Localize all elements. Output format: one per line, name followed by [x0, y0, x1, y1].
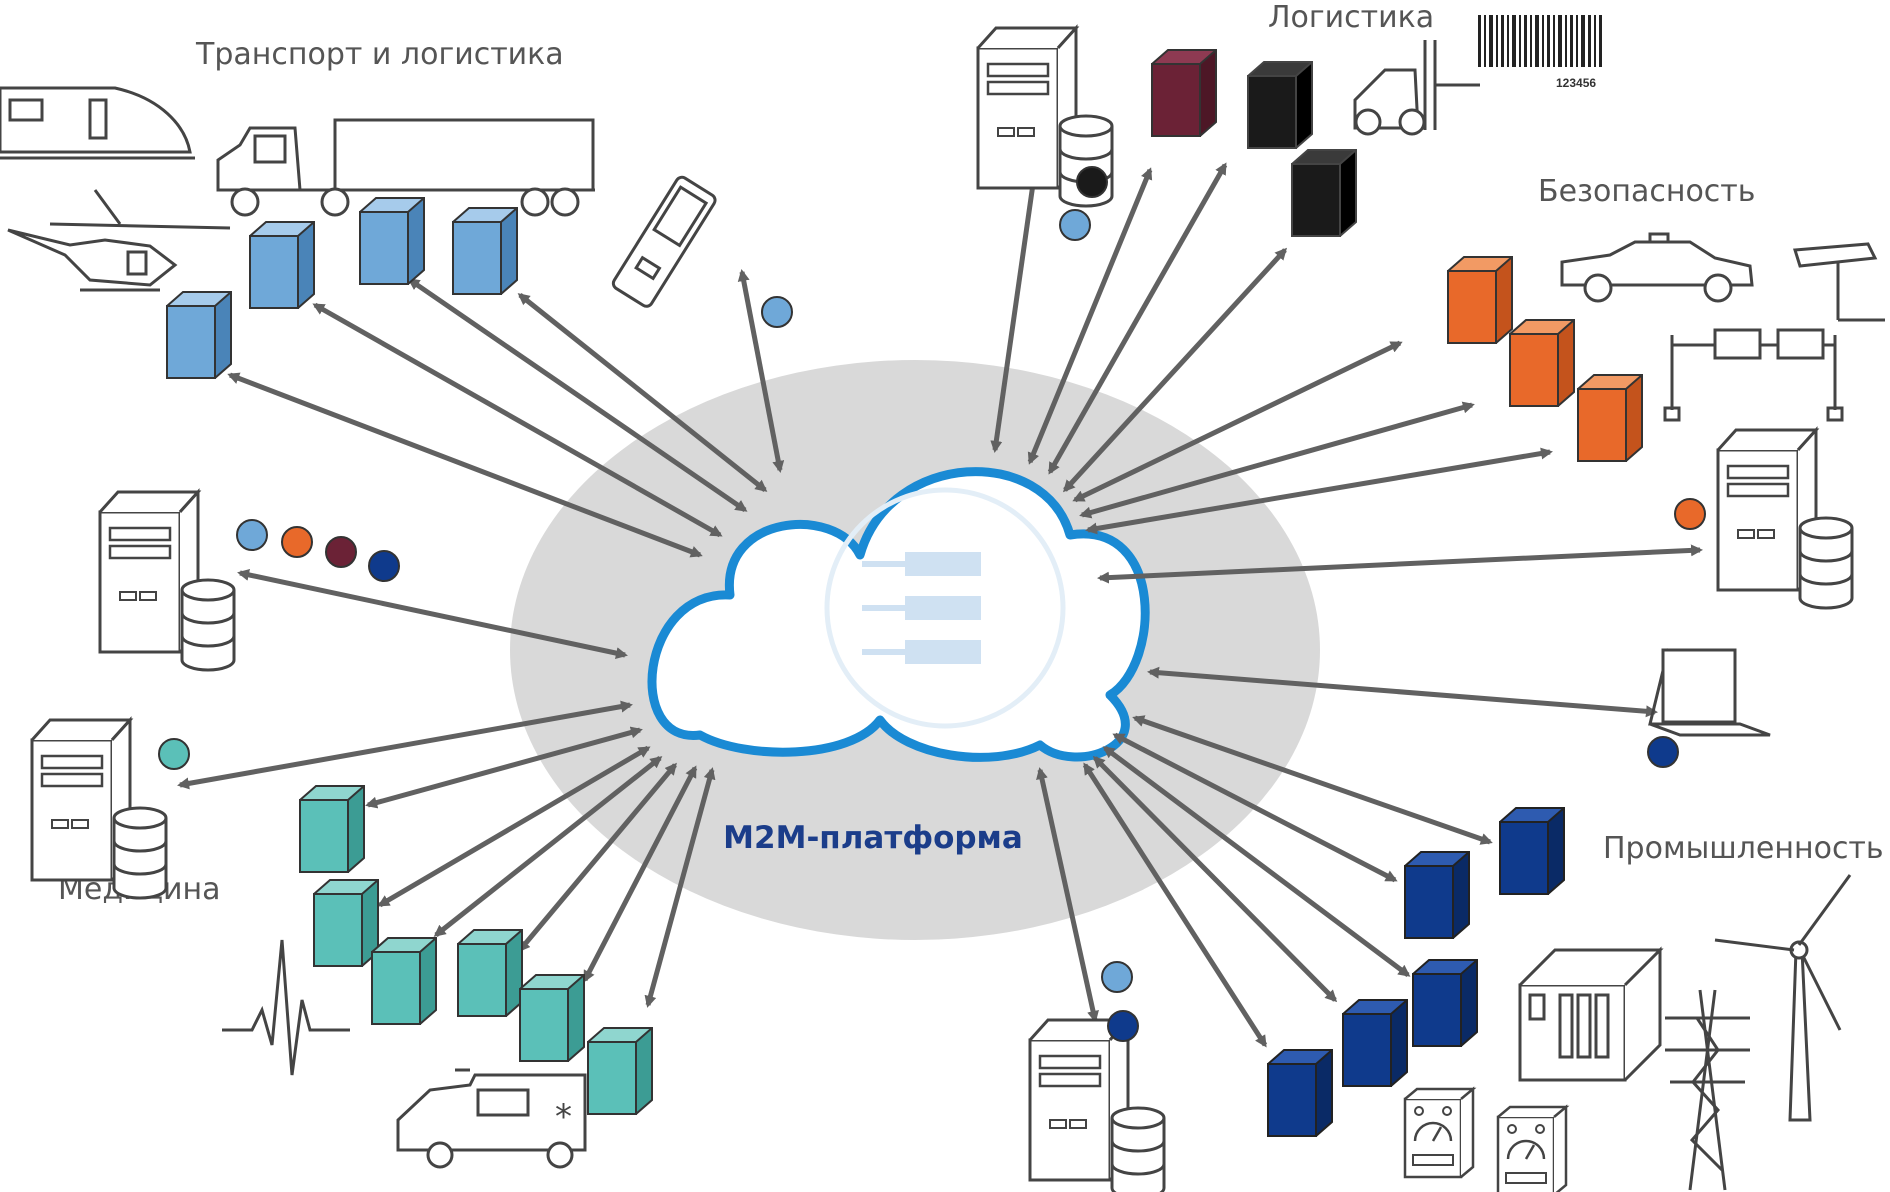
medicine-device-1 — [299, 785, 365, 873]
handheld-terminal-icon — [611, 175, 717, 308]
gauge-panel-icon — [1403, 1087, 1475, 1179]
logistics-device-2 — [1247, 61, 1313, 149]
status-dot — [281, 526, 313, 558]
svg-text:*: * — [555, 1097, 572, 1137]
industry-device-2 — [1404, 851, 1470, 939]
transport-device-2 — [249, 221, 315, 309]
transport-device-1 — [166, 291, 232, 379]
label-logistics: Логистика — [1268, 0, 1434, 35]
industry-device-4 — [1342, 999, 1408, 1087]
label-security: Безопасность — [1538, 174, 1755, 209]
traffic-camera-icon — [1663, 242, 1885, 422]
central-left-server-icon — [98, 490, 236, 672]
barcode-number: 123456 — [1556, 76, 1596, 90]
helicopter-icon — [7, 189, 231, 292]
ambulance-icon: * — [396, 1068, 587, 1169]
status-dot — [1076, 166, 1108, 198]
industry-device-3 — [1412, 959, 1478, 1047]
barcode-icon — [1478, 15, 1602, 67]
status-dot — [158, 738, 190, 770]
medicine-device-4 — [457, 929, 523, 1017]
forklift-icon — [1353, 40, 1480, 136]
industry-device-5 — [1267, 1049, 1333, 1137]
cloud-icon — [647, 467, 1150, 762]
status-dot — [1101, 961, 1133, 993]
status-dot — [236, 519, 268, 551]
status-dot — [761, 296, 793, 328]
logistics-device-1 — [1151, 49, 1217, 137]
security-device-2 — [1509, 319, 1575, 407]
center-label: M2M-платформа — [723, 820, 1023, 856]
medicine-server-icon — [30, 718, 168, 900]
laptop-icon — [1648, 648, 1771, 737]
status-dot — [1674, 498, 1706, 530]
label-transport: Транспорт и логистика — [195, 37, 564, 72]
transport-device-4 — [452, 207, 518, 295]
control-cabinet-icon — [1518, 946, 1664, 1082]
security-server-icon — [1716, 428, 1854, 610]
heartbeat-icon — [222, 939, 350, 1076]
power-tower-icon — [1665, 989, 1750, 1191]
security-device-3 — [1577, 374, 1643, 462]
status-dot — [1647, 736, 1679, 768]
label-industry: Промышленность — [1603, 831, 1884, 866]
industry-device-1 — [1499, 807, 1565, 895]
police-car-icon — [1560, 232, 1754, 303]
status-dot — [1107, 1010, 1139, 1042]
connection-arrows — [177, 162, 1703, 1048]
logistics-device-3 — [1291, 149, 1357, 237]
medicine-device-5 — [519, 974, 585, 1062]
medicine-device-6 — [587, 1027, 653, 1115]
status-dot — [325, 536, 357, 568]
gauge-panel-icon — [1496, 1105, 1568, 1192]
security-device-1 — [1447, 256, 1513, 344]
medicine-device-2 — [313, 879, 379, 967]
status-dot — [368, 550, 400, 582]
truck-icon — [216, 118, 595, 217]
train-icon — [0, 86, 195, 160]
wind-turbine-icon — [1714, 874, 1852, 1122]
medicine-device-3 — [371, 937, 437, 1025]
status-dot — [1059, 209, 1091, 241]
transport-device-3 — [359, 197, 425, 285]
industry-server-icon — [1028, 1018, 1166, 1192]
